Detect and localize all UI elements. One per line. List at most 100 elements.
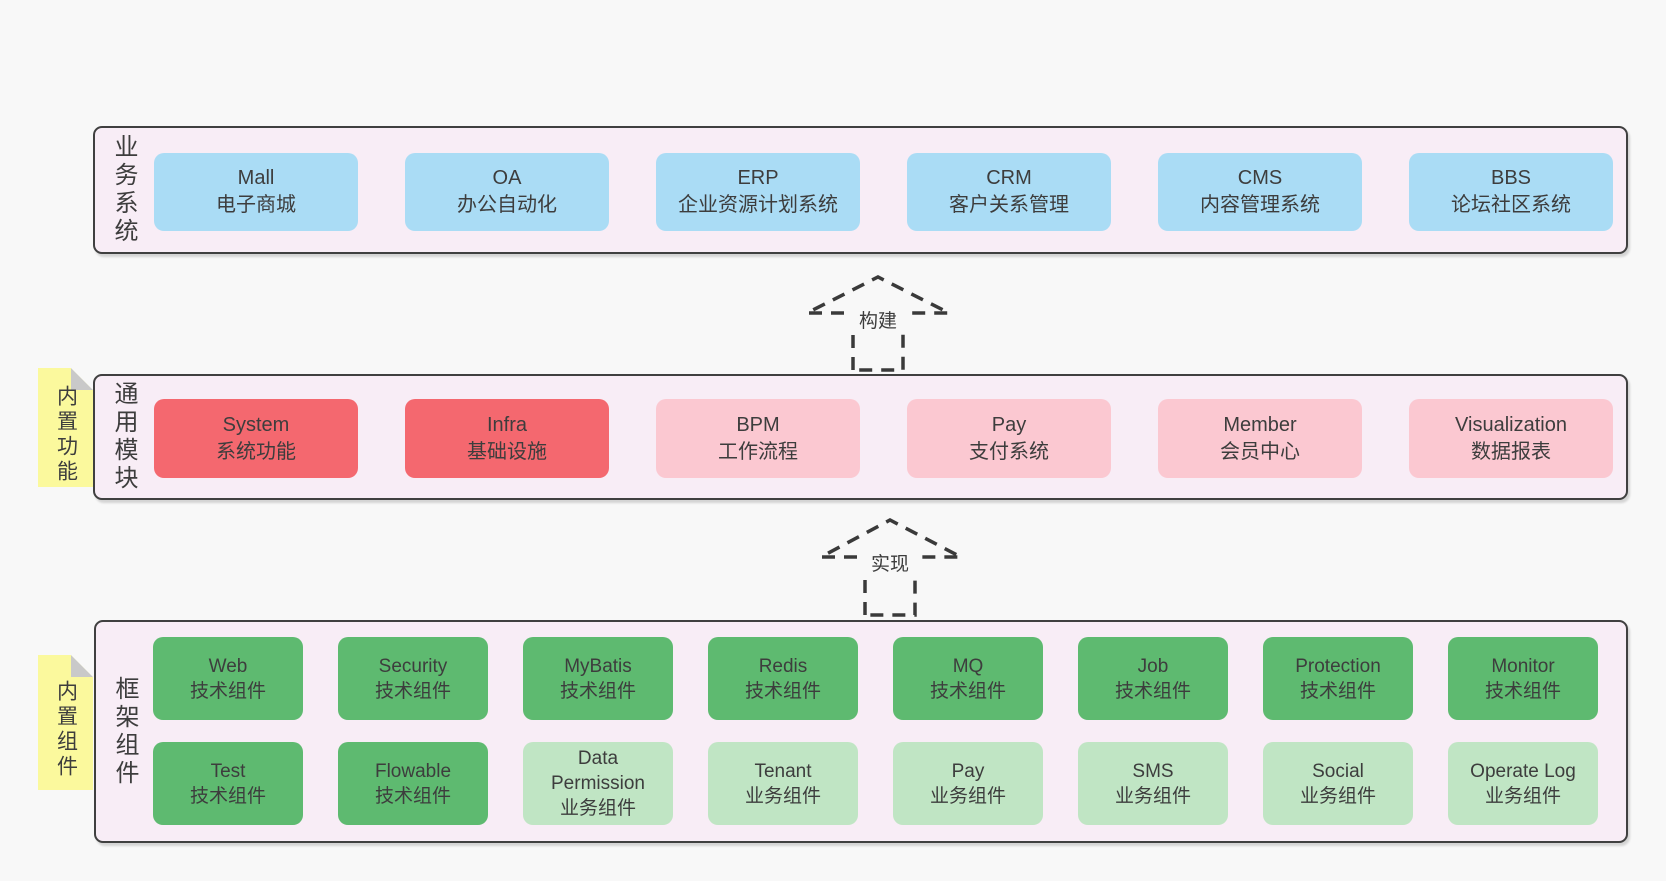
- module-box-subtitle: 业务组件: [559, 798, 636, 819]
- module-box-subtitle: 技术组件: [929, 680, 1006, 702]
- module-box-subtitle: 技术组件: [1114, 680, 1191, 702]
- layer-label-framework-components: 框架组件: [111, 675, 138, 788]
- layer-label-common-modules: 通用模块: [110, 381, 137, 493]
- module-box-subtitle: 业务组件: [744, 785, 821, 807]
- arrow-label-build: 构建: [850, 311, 906, 333]
- module-box-subtitle: 会员中心: [1220, 440, 1300, 463]
- module-box-subtitle: 技术组件: [559, 680, 636, 702]
- arrow-label-implement: 实现: [862, 554, 918, 576]
- common-modules-row: System 系统功能 Infra 基础设施 BPM 工作流程 Pay 支付系统 Member 会…: [154, 399, 1613, 478]
- module-box-title: OA: [492, 167, 522, 189]
- module-box-subtitle: 技术组件: [189, 680, 266, 702]
- module-box-monitor: Monitor 技术组件: [1448, 637, 1598, 720]
- module-box-subtitle: 业务组件: [1114, 785, 1191, 807]
- module-box-bpm: BPM 工作流程: [656, 399, 860, 478]
- module-box-title: Infra: [486, 413, 528, 436]
- module-box-title: Monitor: [1491, 655, 1555, 677]
- module-box-title: ERP: [737, 167, 779, 189]
- module-box-title: Tenant: [754, 760, 812, 782]
- module-box-subtitle: 论坛社区系统: [1451, 194, 1571, 216]
- dashed-up-arrow-build: [806, 275, 950, 372]
- module-box-pay: Pay 业务组件: [893, 742, 1043, 825]
- module-box-subtitle: 内容管理系统: [1200, 194, 1320, 216]
- module-box-infra: Infra 基础设施: [405, 399, 609, 478]
- sticky-note-built-in-features: 内置功能: [38, 368, 93, 487]
- module-box-erp: ERP 企业资源计划系统: [656, 153, 860, 231]
- module-box-mybatis: MyBatis 技术组件: [523, 637, 673, 720]
- module-box-title: Visualization: [1455, 413, 1567, 436]
- module-box-subtitle: 技术组件: [374, 680, 451, 702]
- module-box-subtitle: 技术组件: [1299, 680, 1376, 702]
- module-box-title: Protection: [1295, 655, 1381, 677]
- module-box-title: BBS: [1490, 167, 1532, 189]
- module-box-title: BPM: [736, 413, 780, 436]
- module-box-title: CRM: [986, 167, 1032, 189]
- module-box-subtitle: 业务组件: [1299, 785, 1376, 807]
- module-box-title: Member: [1223, 413, 1297, 436]
- module-box-title: System: [222, 413, 290, 436]
- layer-panel-business-systems: 业务系统 Mall 电子商城 OA 办公自动化 ERP 企业资源计划系统 CRM 客户关系管理…: [93, 126, 1628, 254]
- layer-label-business-systems: 业务系统: [110, 134, 137, 246]
- module-box-title: Data Permission: [551, 748, 645, 794]
- module-box-subtitle: 系统功能: [216, 440, 296, 463]
- module-box-subtitle: 基础设施: [467, 440, 547, 463]
- module-box-operate-log: Operate Log 业务组件: [1448, 742, 1598, 825]
- module-box-title: Pay: [991, 413, 1027, 436]
- module-box-title: Security: [378, 655, 448, 677]
- module-box-title: MQ: [952, 655, 984, 677]
- module-box-subtitle: 业务组件: [1484, 785, 1561, 807]
- module-box-subtitle: 技术组件: [189, 785, 266, 807]
- module-box-cms: CMS 内容管理系统: [1158, 153, 1362, 231]
- sticky-note-label: 内置组件: [54, 679, 78, 780]
- module-box-title: SMS: [1132, 760, 1174, 782]
- module-box-subtitle: 电子商城: [216, 194, 296, 216]
- module-box-redis: Redis 技术组件: [708, 637, 858, 720]
- module-box-member: Member 会员中心: [1158, 399, 1362, 478]
- module-box-test: Test 技术组件: [153, 742, 303, 825]
- module-box-oa: OA 办公自动化: [405, 153, 609, 231]
- module-box-subtitle: 企业资源计划系统: [678, 194, 838, 216]
- business-systems-row: Mall 电子商城 OA 办公自动化 ERP 企业资源计划系统 CRM 客户关系管理 CMS 内容…: [154, 153, 1613, 231]
- module-box-subtitle: 客户关系管理: [949, 194, 1069, 216]
- module-box-pay: Pay 支付系统: [907, 399, 1111, 478]
- module-box-title: Mall: [237, 167, 275, 189]
- layer-panel-common-modules: 通用模块 System 系统功能 Infra 基础设施 BPM 工作流程 Pay 支付系统 Me…: [93, 374, 1628, 500]
- module-box-sms: SMS 业务组件: [1078, 742, 1228, 825]
- module-box-protection: Protection 技术组件: [1263, 637, 1413, 720]
- module-box-title: Flowable: [374, 760, 452, 782]
- module-box-system: System 系统功能: [154, 399, 358, 478]
- module-box-title: CMS: [1237, 167, 1283, 189]
- sticky-note-label: 内置功能: [54, 384, 78, 485]
- module-box-tenant: Tenant 业务组件: [708, 742, 858, 825]
- module-box-flowable: Flowable 技术组件: [338, 742, 488, 825]
- module-box-title: MyBatis: [564, 655, 632, 677]
- module-box-title: Operate Log: [1470, 760, 1576, 782]
- module-box-bbs: BBS 论坛社区系统: [1409, 153, 1613, 231]
- module-box-subtitle: 技术组件: [744, 680, 821, 702]
- module-box-title: Web: [208, 655, 248, 677]
- dashed-up-arrow-implement: [820, 518, 962, 617]
- module-box-subtitle: 技术组件: [374, 785, 451, 807]
- module-box-subtitle: 办公自动化: [457, 194, 557, 216]
- module-box-title: Redis: [758, 655, 808, 677]
- module-box-subtitle: 技术组件: [1484, 680, 1561, 702]
- module-box-web: Web 技术组件: [153, 637, 303, 720]
- module-box-mall: Mall 电子商城: [154, 153, 358, 231]
- module-box-title: Pay: [951, 760, 985, 782]
- module-box-data-permission: Data Permission 业务组件: [523, 742, 673, 825]
- module-box-social: Social 业务组件: [1263, 742, 1413, 825]
- module-box-security: Security 技术组件: [338, 637, 488, 720]
- module-box-title: Test: [210, 760, 246, 782]
- sticky-note-built-in-components: 内置组件: [38, 655, 93, 790]
- module-box-crm: CRM 客户关系管理: [907, 153, 1111, 231]
- module-box-subtitle: 支付系统: [969, 440, 1049, 463]
- module-box-subtitle: 业务组件: [929, 785, 1006, 807]
- module-box-job: Job 技术组件: [1078, 637, 1228, 720]
- module-box-title: Job: [1137, 655, 1169, 677]
- module-box-title: Social: [1312, 760, 1364, 782]
- module-box-subtitle: 工作流程: [718, 440, 798, 463]
